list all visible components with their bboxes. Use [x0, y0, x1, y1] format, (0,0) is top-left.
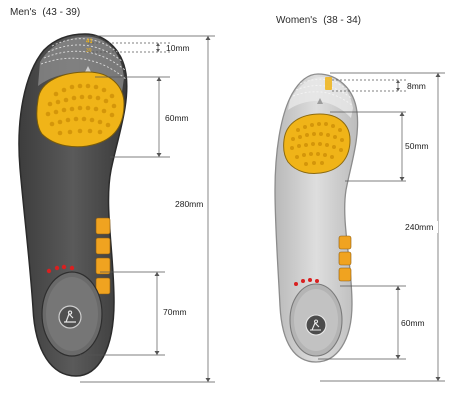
men-size-trim-lines: [40, 38, 128, 81]
men-size-mark-39: 39: [86, 48, 92, 54]
men-insole: 41 39: [18, 33, 128, 377]
men-dimension-arrows: [154, 36, 211, 382]
women-heel-dimension: 60mm: [401, 318, 425, 328]
men-gel-bubbles: [45, 83, 117, 136]
women-length-label-bg: [404, 221, 438, 233]
men-heel-dimension: 70mm: [163, 307, 187, 317]
men-red-dots: [46, 264, 75, 274]
men-toe-dimension: 10mm: [166, 43, 190, 53]
women-forefoot-gel-pad: [283, 113, 351, 175]
women-title: Women's: [276, 15, 318, 26]
women-gel-bubbles: [290, 122, 344, 166]
men-arch-support-pads: [95, 217, 111, 295]
women-red-dots: [294, 278, 319, 286]
women-heel-logo-figure: [310, 319, 321, 331]
women-size-range: (38 - 34): [323, 15, 361, 26]
men-length-label-bg: [174, 198, 206, 210]
women-heel-logo-icon: [305, 314, 327, 336]
women-insole: [274, 73, 359, 363]
women-forefoot-dimension: 50mm: [405, 141, 429, 151]
women-arrow-icon: [317, 98, 323, 104]
men-size-mark-41: 41: [86, 39, 93, 45]
men-length-dimension: 280mm: [175, 199, 203, 209]
women-dimension-arrows: [395, 73, 441, 381]
men-heel-logo-icon: [58, 305, 82, 329]
men-forefoot-dimension: 60mm: [165, 113, 189, 123]
men-size-range: (43 - 39): [42, 7, 81, 18]
women-toe-dimension: 8mm: [407, 81, 426, 91]
women-arch-support-pads: [338, 235, 352, 282]
men-heel-logo-figure: [64, 310, 76, 323]
men-heading: Men's (43 - 39): [10, 7, 86, 18]
women-length-dimension: 240mm: [405, 222, 433, 232]
men-title: Men's: [10, 7, 37, 18]
women-size-mark: [325, 77, 332, 90]
women-heading: Women's (38 - 34): [276, 15, 367, 26]
men-toe-cap: [38, 36, 124, 92]
